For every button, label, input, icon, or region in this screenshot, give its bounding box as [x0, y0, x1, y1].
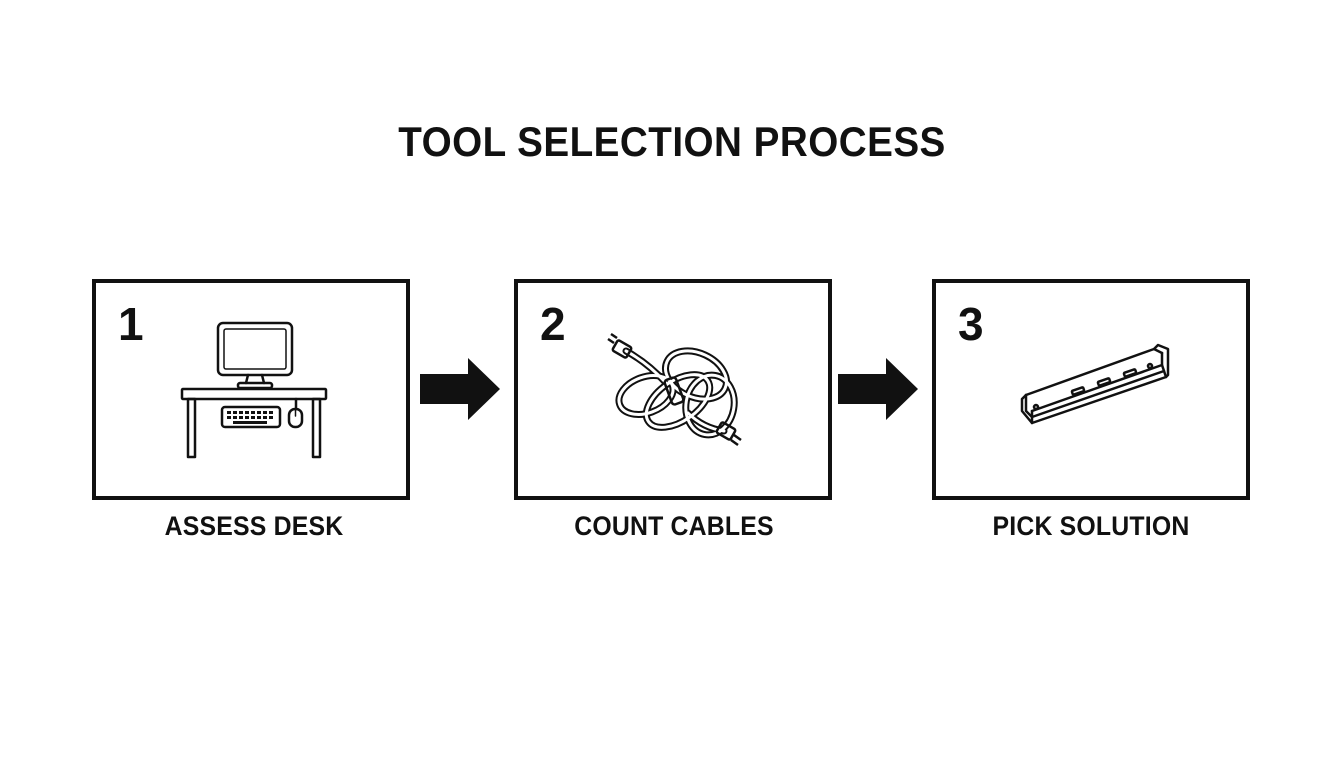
step-1-label: ASSESS DESK [164, 511, 344, 541]
step-2-label: COUNT CABLES [574, 511, 774, 541]
page-title: TOOL SELECTION PROCESS [398, 118, 946, 165]
step-3-label: PICK SOLUTION [992, 511, 1190, 541]
cable-tray-icon [1020, 343, 1170, 425]
step-2-box: 2 [514, 279, 832, 500]
arrow-right-icon [838, 358, 918, 420]
step-1-number: 1 [118, 298, 144, 350]
step-2-number: 2 [540, 298, 566, 350]
step-3-box: 3 [932, 279, 1250, 500]
coiled-cable-icon [607, 332, 742, 447]
arrow-right-icon [420, 358, 500, 420]
step-1-box: 1 [92, 279, 410, 500]
desk-computer-icon [180, 321, 328, 459]
step-3-number: 3 [958, 298, 984, 350]
